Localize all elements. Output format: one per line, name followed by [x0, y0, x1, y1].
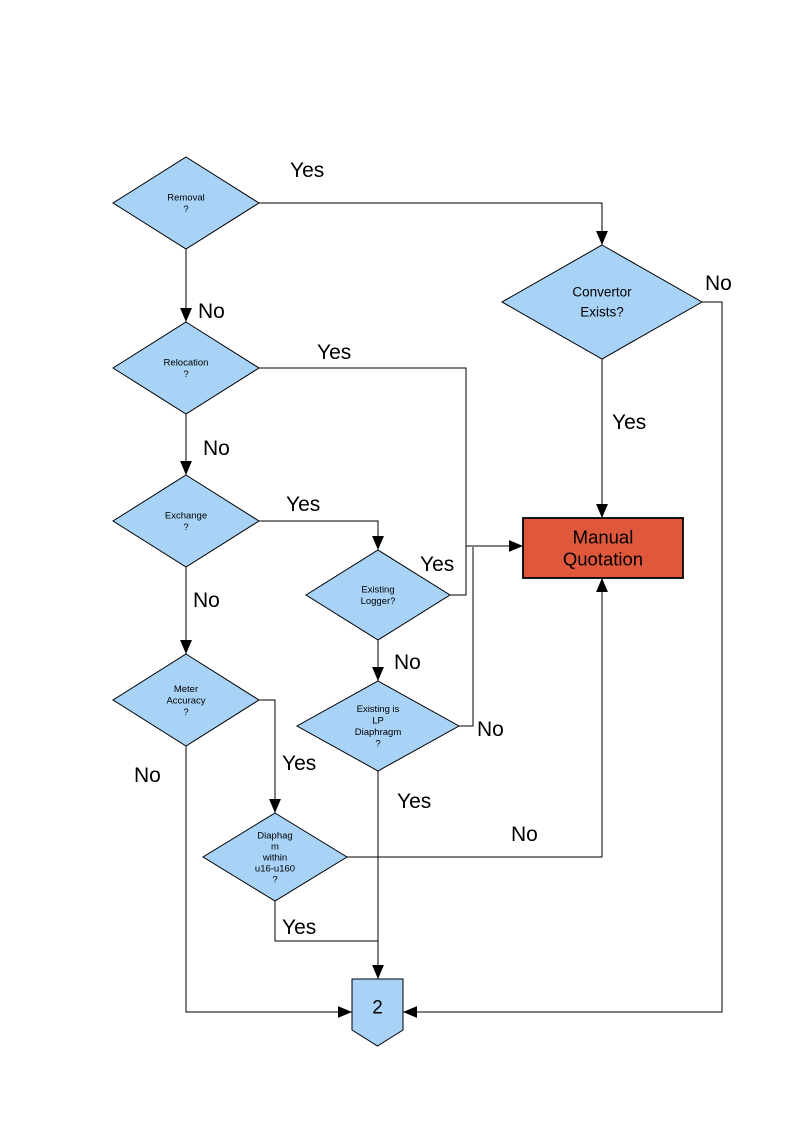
- edge-label-lp-diaphragm-yes: Yes: [397, 790, 431, 813]
- node-existing-logger: [305, 549, 451, 641]
- node-label-manual-quotation-line-1: Quotation: [563, 548, 643, 569]
- node-label-existing-logger-line-1: Logger?: [361, 596, 396, 607]
- node-label-relocation-line-1: ?: [183, 369, 188, 380]
- node-label-diaphragm-within-range-line-2: within: [262, 852, 287, 863]
- node-label-page-connector-2-line-0: 2: [372, 998, 383, 1019]
- node-label-diaphragm-within-range-line-4: ?: [272, 874, 277, 885]
- node-label-diaphragm-within-range-line-1: m: [271, 841, 279, 852]
- node-label-existing-lp-diaphragm-line-2: Diaphragm: [355, 727, 402, 738]
- node-label-removal-line-0: Removal: [167, 193, 205, 204]
- edge-relocation-yes: [259, 367, 467, 546]
- edge-label-lp-diaphragm-no: No: [477, 718, 504, 741]
- edge-label-meter-accuracy-no: No: [134, 764, 161, 787]
- edge-label-diaphragm-range-yes: Yes: [282, 916, 316, 939]
- node-label-existing-logger-line-0: Existing: [361, 585, 394, 596]
- node-label-exchange-line-1: ?: [183, 522, 188, 533]
- node-manual-quotation: [522, 517, 684, 579]
- edge-diaphragm-range-yes: [274, 901, 378, 942]
- edge-label-exchange-no: No: [193, 589, 220, 612]
- node-relocation: [112, 321, 260, 415]
- edge-removal-yes: [259, 202, 608, 245]
- edge-label-existing-logger-no: No: [394, 651, 421, 674]
- node-label-existing-lp-diaphragm-line-1: LP: [372, 716, 384, 727]
- edge-label-meter-accuracy-yes: Yes: [282, 752, 316, 775]
- edge-label-exchange-yes: Yes: [286, 493, 320, 516]
- node-label-exchange-line-0: Exchange: [165, 511, 207, 522]
- edge-label-relocation-yes: Yes: [317, 341, 351, 364]
- node-meter-accuracy: [112, 653, 260, 747]
- edge-convertor-exists-no: [403, 301, 723, 1018]
- edge-exchange-yes: [259, 520, 384, 550]
- edge-meter-accuracy-yes: [259, 699, 281, 813]
- node-existing-lp-diaphragm: [295, 680, 461, 772]
- edge-label-diaphragm-range-no: No: [511, 823, 538, 846]
- edges-layer: [180, 202, 723, 1018]
- edge-label-existing-logger-yes: Yes: [420, 553, 454, 576]
- edge-diaphragm-range-no: [347, 578, 608, 858]
- node-label-meter-accuracy-line-1: Accuracy: [166, 695, 205, 706]
- node-label-removal-line-1: ?: [183, 204, 188, 215]
- edge-lp-diaphragm-no: [459, 547, 474, 727]
- edge-label-removal-no: No: [198, 300, 225, 323]
- edge-meter-accuracy-no: [185, 746, 352, 1018]
- edge-label-convertor-exists-yes: Yes: [612, 411, 646, 434]
- node-label-meter-accuracy-line-2: ?: [183, 707, 188, 718]
- nodes-layer: Removal?ConvertorExists?Relocation?Excha…: [112, 156, 704, 1047]
- edge-existing-logger-yes: [449, 546, 467, 596]
- node-label-convertor-exists-line-1: Exists?: [580, 305, 624, 320]
- node-page-connector-2: [351, 978, 404, 1047]
- node-exchange: [112, 474, 260, 568]
- node-diaphragm-within-range: [202, 812, 348, 902]
- node-label-convertor-exists-line-0: Convertor: [572, 285, 632, 300]
- node-label-relocation-line-0: Relocation: [164, 358, 209, 369]
- node-label-diaphragm-within-range-line-0: Diaphag: [257, 830, 292, 841]
- node-convertor-exists: [500, 244, 704, 360]
- node-label-existing-lp-diaphragm-line-0: Existing is: [357, 704, 400, 715]
- node-removal: [112, 156, 260, 250]
- node-label-manual-quotation-line-0: Manual: [573, 526, 634, 547]
- node-label-meter-accuracy-line-0: Meter: [174, 684, 198, 695]
- node-label-diaphragm-within-range-line-3: u16-u160: [255, 863, 295, 874]
- edge-label-removal-yes: Yes: [290, 159, 324, 182]
- edge-label-relocation-no: No: [203, 437, 230, 460]
- node-label-existing-lp-diaphragm-line-3: ?: [375, 739, 380, 750]
- edge-label-convertor-exists-no: No: [705, 272, 732, 295]
